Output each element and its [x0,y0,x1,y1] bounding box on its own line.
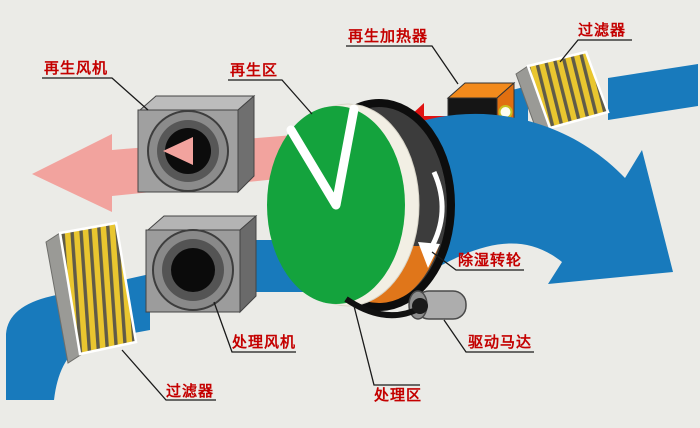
process-fan-top-face [146,215,258,231]
label-wheel: 除湿转轮 [458,251,522,269]
process-fan-inlet [171,248,215,292]
label-regen-heater: 再生加热器 [348,27,428,45]
label-motor: 驱动马达 [468,333,532,351]
desiccant-wheel [267,99,455,311]
label-process-zone: 处理区 [373,386,422,404]
leader-regen-heater [346,45,459,85]
wheel-rotation-arrowhead [418,242,440,268]
label-regen-fan: 再生风机 [44,59,108,77]
regeneration-fan [137,94,256,194]
process-filter [45,221,138,364]
leader-regen-fan [42,77,149,111]
regen-inlet-duct-shape [608,64,698,120]
process-fan [145,214,258,314]
leader-regen-zone [228,79,313,115]
leader-lines [42,39,632,401]
drive-motor-assembly [344,290,467,320]
leader-motor [443,319,534,353]
labels: 再生风机 再生区 再生加热器 过滤器 除湿转轮 驱动马达 处理区 处理风机 过滤… [44,21,626,404]
leader-wheel [431,251,524,271]
regen-filter [515,50,610,141]
wheel-rotation-arrow [427,170,445,252]
motor-pulley [412,298,428,314]
regen-fan-side-face [237,94,255,194]
label-process-fan: 处理风机 [231,333,296,351]
leader-process-zone [353,305,420,386]
wheel-sector-divider [286,104,359,210]
leader-filter-bottom [121,349,216,401]
belt-to-motor [344,296,422,319]
process-filter-face [58,221,138,356]
process-air-outlet-arrow [392,113,673,290]
label-filter-bottom: 过滤器 [166,382,214,400]
regen-filter-face [526,50,610,130]
regen-fan-top-face [138,95,256,111]
leader-filter-top [559,39,632,63]
process-fan-side-face [239,214,257,314]
regen-fan-flow-arrowhead [163,137,193,165]
label-filter-top: 过滤器 [578,21,626,39]
leader-process-fan [213,301,296,353]
label-regen-zone: 再生区 [230,61,278,79]
